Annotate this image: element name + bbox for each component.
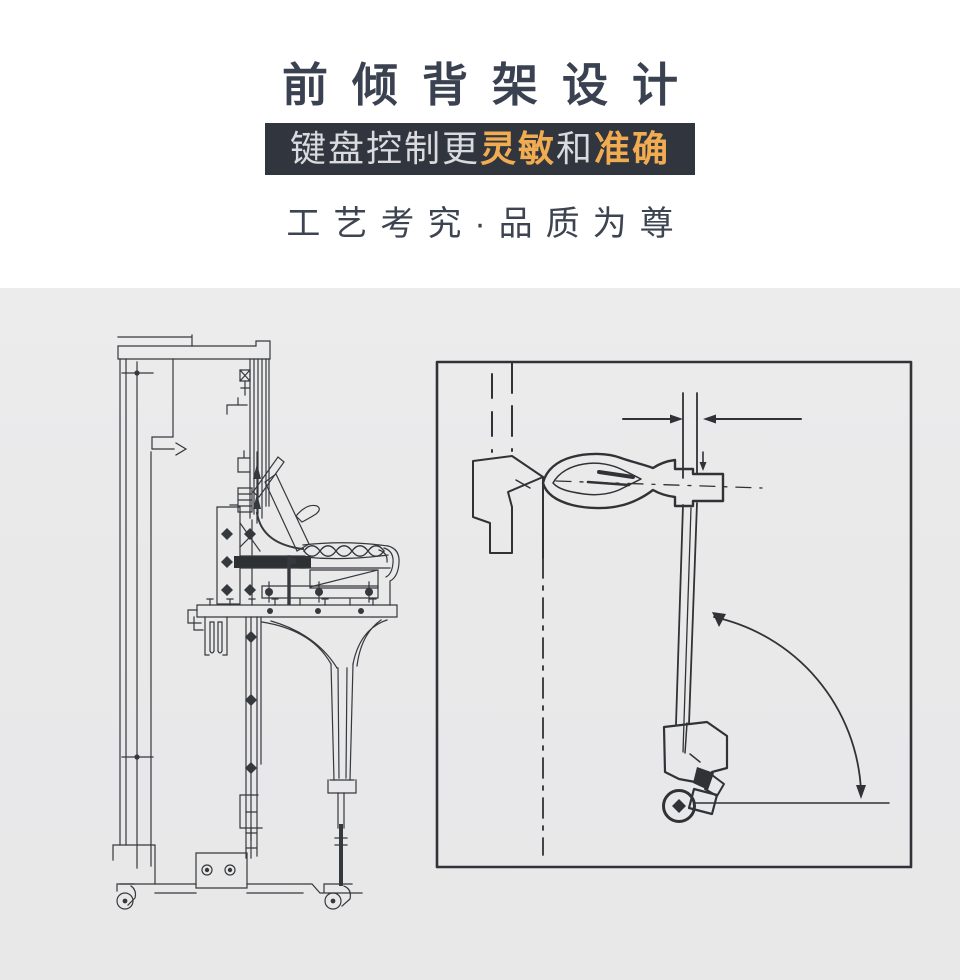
- page-title: 前倾背架设计: [282, 59, 702, 111]
- banner-highlight-1: 灵敏: [479, 127, 556, 169]
- tagline: 工艺考究·品质为尊: [286, 204, 687, 243]
- header: 前倾背架设计 键盘控制更灵敏和准确 工艺考究·品质为尊: [0, 0, 960, 288]
- detail-box-border: [435, 360, 913, 869]
- technical-drawings: [112, 334, 913, 910]
- banner-text: 键盘控制更: [289, 127, 480, 169]
- subtitle-banner: 键盘控制更灵敏和准确: [264, 122, 696, 175]
- banner-highlight-2: 准确: [594, 127, 671, 169]
- piano-side-section-drawing: [112, 334, 400, 910]
- hammer-action-detail-drawing: [435, 360, 913, 869]
- figure-area: [0, 288, 960, 980]
- banner-connector: 和: [556, 127, 595, 169]
